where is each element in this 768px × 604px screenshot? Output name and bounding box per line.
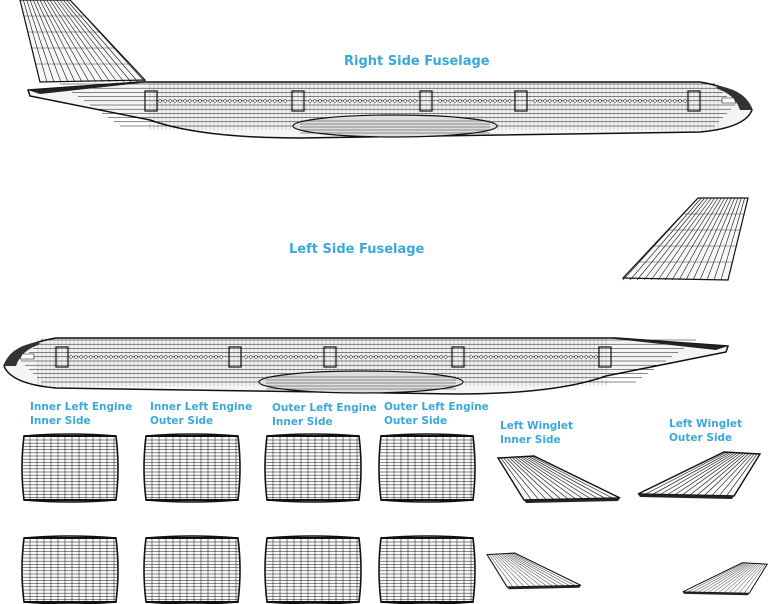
right-fuselage-tail-fin <box>19 0 147 83</box>
left-winglet-inner-side <box>496 455 621 503</box>
engine-panel-row2-2 <box>143 535 241 604</box>
right-side-fuselage <box>19 0 753 139</box>
engine-inner-left-inner-side <box>21 433 119 503</box>
winglet-row2-outer <box>682 562 768 596</box>
left-side-fuselage <box>3 197 749 395</box>
engine-panel-row2-3 <box>264 535 362 604</box>
left-fuselage-body <box>3 337 730 395</box>
engine-inner-left-outer-side <box>143 433 241 503</box>
left-winglet-outer-side <box>637 451 762 499</box>
engine-outer-left-outer-side <box>378 433 476 503</box>
right-fuselage-label: Right Side Fuselage <box>344 54 490 69</box>
left-fuselage-label: Left Side Fuselage <box>289 242 425 257</box>
engine-panel-row2-4 <box>378 535 476 604</box>
left-fuselage-tail-fin <box>621 197 749 281</box>
winglet-row2-inner <box>486 552 582 590</box>
engine-outer-left-inner-side <box>264 433 362 503</box>
engine-panel-row2-1 <box>21 535 119 604</box>
right-fuselage-body <box>26 81 753 139</box>
